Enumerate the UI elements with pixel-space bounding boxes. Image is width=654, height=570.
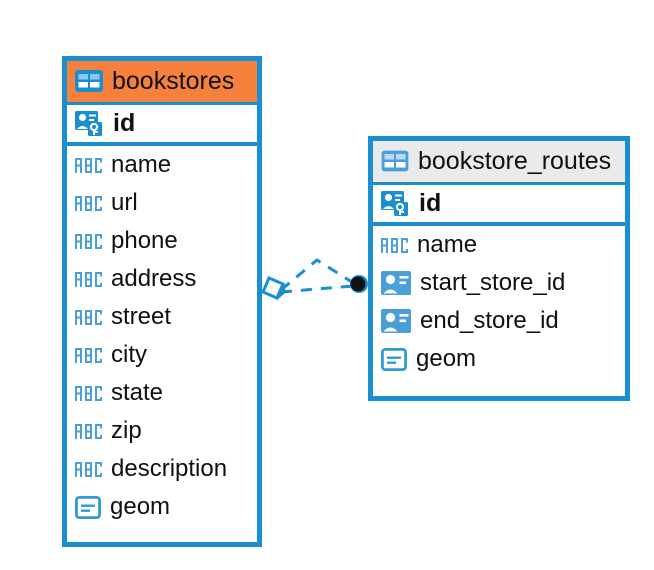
field-row[interactable]: phone (67, 222, 257, 260)
text-field-icon (75, 347, 102, 363)
field-label: description (111, 455, 228, 482)
primary-key-row[interactable]: id (67, 102, 257, 146)
text-field-icon (75, 461, 102, 477)
relationship-line-upper (280, 258, 356, 292)
field-row[interactable]: name (373, 226, 625, 264)
filled-circle-marker (350, 275, 368, 293)
text-field-icon (75, 423, 102, 439)
field-label: name (111, 151, 172, 178)
text-field-icon (75, 157, 102, 173)
field-label: street (111, 303, 172, 330)
diamond-marker (261, 276, 286, 300)
field-row[interactable]: url (67, 184, 257, 222)
text-field-icon (75, 385, 102, 401)
primary-key-icon (381, 190, 408, 216)
field-row[interactable]: city (67, 336, 257, 374)
field-row[interactable]: state (67, 374, 257, 412)
text-field-icon (381, 237, 408, 253)
field-row[interactable]: zip (67, 412, 257, 450)
field-label: geom (110, 493, 171, 520)
field-label: start_store_id (420, 269, 566, 296)
geometry-field-icon (75, 495, 101, 519)
field-label: city (111, 341, 147, 368)
field-label: end_store_id (420, 307, 559, 334)
field-row[interactable]: end_store_id (373, 302, 625, 340)
foreign-key-icon (381, 271, 411, 295)
primary-key-label: id (113, 109, 136, 137)
entity-header-bookstores[interactable]: bookstores (67, 61, 257, 102)
field-row[interactable]: geom (373, 340, 625, 378)
field-row[interactable]: description (67, 450, 257, 488)
relationship-line-lower (280, 284, 354, 294)
table-icon (75, 70, 103, 92)
field-row[interactable]: street (67, 298, 257, 336)
primary-key-row[interactable]: id (373, 182, 625, 226)
entity-bookstores[interactable]: bookstores id (62, 56, 262, 547)
field-label: phone (111, 227, 178, 254)
primary-key-icon (75, 110, 102, 136)
field-label: state (111, 379, 164, 406)
foreign-key-icon (381, 309, 411, 333)
entity-header-bookstore-routes[interactable]: bookstore_routes (373, 141, 625, 182)
entity-bookstore-routes[interactable]: bookstore_routes id (368, 136, 630, 401)
field-row[interactable]: start_store_id (373, 264, 625, 302)
primary-key-label: id (419, 189, 442, 217)
field-label: url (111, 189, 138, 216)
entity-title: bookstores (112, 66, 235, 95)
field-row[interactable]: address (67, 260, 257, 298)
field-row[interactable]: name (67, 146, 257, 184)
text-field-icon (75, 271, 102, 287)
text-field-icon (75, 309, 102, 325)
entity-title: bookstore_routes (418, 146, 612, 175)
text-field-icon (75, 233, 102, 249)
field-label: address (111, 265, 197, 292)
field-label: geom (416, 345, 477, 372)
field-row[interactable]: geom (67, 488, 257, 526)
table-icon (381, 150, 409, 172)
geometry-field-icon (381, 347, 407, 371)
text-field-icon (75, 195, 102, 211)
relationship-connector[interactable] (255, 248, 380, 318)
field-label: zip (111, 417, 142, 444)
field-label: name (417, 231, 478, 258)
